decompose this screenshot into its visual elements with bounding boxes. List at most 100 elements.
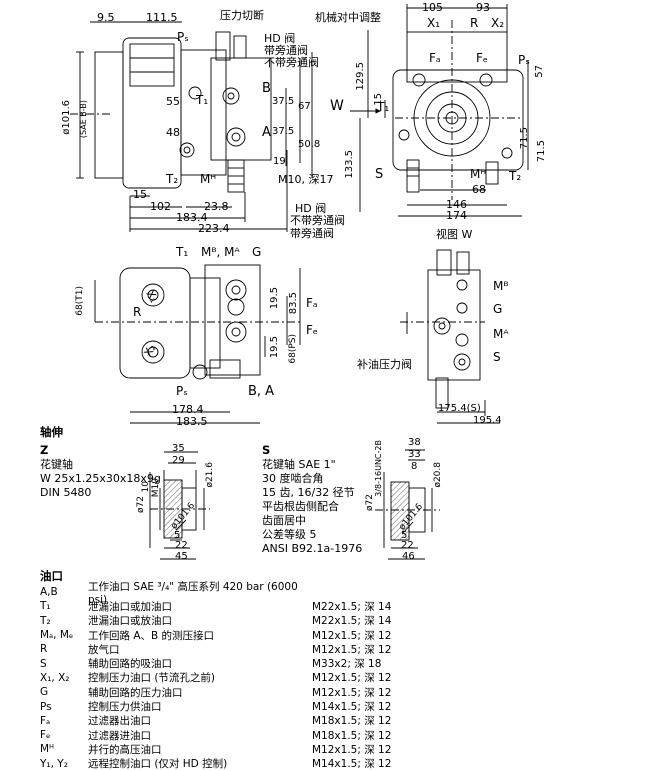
dim-label: 83.5 [288,292,299,315]
port-r: R [470,16,479,30]
port-fe: Fₑ [306,323,318,337]
callout-with-bypass: 带旁通阀 [264,44,308,57]
port-fa: Fₐ [306,296,318,310]
port-description: 控制压力油口 (节流孔之前) [88,672,216,685]
port-description: 放气口 [88,643,120,656]
port-mh: Mᴴ [470,167,487,181]
port-thread: M22x1.5; 深 14 [312,615,392,628]
dim-label: 37.5 [272,96,295,107]
callout-pressure-cutoff: 压力切断 [220,9,264,22]
callout-without-bypass-2: 不带旁通阀 [290,214,345,227]
table-row: T₁ 泄漏油口或加油口 M22x1.5; 深 14 [40,599,452,613]
dim-label: 5 [401,530,408,541]
port-code: G [40,686,49,699]
dim-label: 8 [411,461,418,472]
dim-label: 45 [175,551,188,562]
port-description: 辅助回路的压力油口 [88,686,183,699]
port-thread: M12x1.5; 深 12 [312,643,392,656]
port-s: S [493,350,501,364]
port-t1: T₁ [196,93,209,107]
dim-label: 57 [534,65,545,78]
top-view-pump [94,264,301,424]
table-row: A,B 工作油口 SAE ³/₄" 高压系列 420 bar (6000 psi) [40,581,452,606]
dim-label: 183.5 [176,415,208,428]
port-mb-ma: Mᴮ, Mᴬ [201,245,240,259]
dim-label: 105 [422,1,443,14]
port-thread: M14x1.5; 深 12 [312,758,392,771]
port-code: X₁, X₂ [40,671,70,684]
shaft-s-line: ANSI B92.1a-1976 [262,542,363,555]
port-fe: Fₑ [476,51,488,65]
port-description: 工作回路 A、B 的测压接口 [88,629,215,642]
dim-label: 175.4(S) [438,403,481,414]
dim-label: 111.5 [146,11,178,24]
shaft-s-heading: S [262,443,271,457]
port-a: A [262,125,271,140]
port-mb: Mᴮ [493,279,509,293]
shaft-s-line: 平齿根齿侧配合 [262,500,339,513]
port-b-a: B, A [248,384,275,399]
port-thread: M12x1.5; 深 12 [312,743,392,756]
port-t2: T₂ [509,169,522,183]
dim-label: 71.5 [519,127,530,150]
shaft-s-line: 15 齿, 16/32 径节 [262,486,355,499]
dim-label: 35 [172,443,185,454]
dim-label: ø21.6 [205,462,215,488]
dim-label: 19 [273,156,286,167]
shaft-z-line: DIN 5480 [40,486,92,499]
shaft-s-line: 花键轴 SAE 1" [262,458,336,471]
dim-label: 174 [446,209,467,222]
port-description: 泄漏油口或加油口 [88,600,172,613]
port-code: T₁ [40,600,51,613]
dim-label: 183.4 [176,211,208,224]
port-thread: M22x1.5; 深 14 [312,600,392,613]
port-code: Fₑ [40,729,51,742]
dim-label: ø20.8 [433,462,443,488]
port-description: 控制压力供油口 [88,701,162,714]
front-view-dimensions [359,4,529,217]
dim-label: 67 [298,101,311,112]
dim-label: 5 [174,530,181,541]
dim-label: 38 [408,437,421,448]
side-view-dimensions [90,21,313,232]
port-code: Mₐ, Mₑ [40,629,74,642]
port-code: R [40,643,48,656]
dim-label: 19.5 [269,336,280,359]
port-description: 并行的高压油口 [88,743,162,756]
port-description: 辅助回路的吸油口 [88,658,172,671]
port-t1: T₁ [377,100,390,114]
dim-label: ø72 [136,496,146,513]
port-thread: M12x1.5; 深 12 [312,629,392,642]
dim-label: 22 [401,540,414,551]
shaft-section-title: 轴伸 [40,425,63,439]
port-description: 工作油口 SAE ³/₄" 高压系列 420 bar (6000 psi) [88,580,298,606]
port-thread: M12x1.5; 深 12 [312,672,392,685]
shaft-z-heading: Z [40,443,49,457]
dim-label: ø101.6 [61,100,72,135]
dim-label: 15 [133,188,147,201]
dim-label: 146 [446,198,467,211]
port-description: 过滤器进油口 [88,729,151,742]
front-view-pump [392,20,524,200]
dim-label: 71.5 [536,140,547,163]
dim-label: 55 [166,95,180,108]
dim-label: (SAE B-B) [79,100,88,139]
view-w-title: 视图 W [436,228,473,241]
view-w-pump [400,249,500,424]
shaft-z-drawing [149,451,210,560]
dim-label: 10 [141,481,151,493]
port-ps: Pₛ [176,384,188,398]
port-t1: T₁ [176,245,189,259]
dim-label: 102 [150,200,171,213]
port-code: Y₁, Y₂ [40,757,68,770]
port-t2: T₂ [166,172,179,186]
dim-label: 195.4 [473,415,502,426]
shaft-s-line: 30 度啮合角 [262,472,324,485]
port-x1: X₁ [427,16,441,30]
port-code: A,B [40,586,58,599]
ports-table-title: 油口 [40,569,63,583]
shaft-z-line: 花键轴 [40,458,73,471]
